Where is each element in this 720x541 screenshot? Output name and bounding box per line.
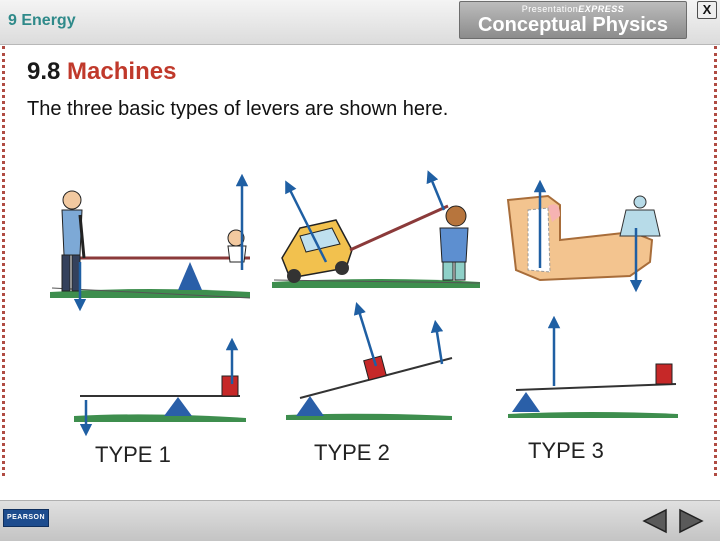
car-illustration: [281, 219, 353, 283]
next-slide-button[interactable]: [676, 507, 706, 535]
type1-diagram: [74, 337, 246, 437]
weight-icon: [221, 375, 239, 397]
chapter-title: 9 Energy: [8, 12, 76, 29]
section-number: 9.8: [27, 58, 61, 85]
car-lift-scene: [272, 170, 481, 288]
right-dotted-rail: [714, 46, 717, 476]
child-figure: [227, 229, 247, 263]
forearm-scene: [506, 179, 661, 293]
weight-flask-icon: [619, 195, 661, 237]
effort-arrow: [430, 319, 444, 365]
brand-subtitle: PresentationEXPRESS: [460, 4, 686, 14]
type2-label: TYPE 2: [314, 440, 390, 465]
left-dotted-rail: [2, 46, 5, 476]
weight-icon: [655, 363, 673, 385]
slide-title: 9.8 Machines: [27, 58, 176, 86]
fulcrum-icon: [164, 397, 192, 416]
pearson-logo: PEARSON: [3, 509, 49, 527]
brand-subtitle-prefix: Presentation: [521, 4, 579, 14]
type2-diagram: [286, 302, 453, 420]
footer-bar: PEARSON: [0, 500, 720, 541]
lever-types-illustration: TYPE 1 TYPE 2 TYPE 3: [50, 170, 678, 467]
previous-slide-button[interactable]: [640, 507, 670, 535]
fulcrum-icon: [296, 396, 324, 416]
brand-subtitle-emphasis: EXPRESS: [578, 4, 625, 14]
load-arrow: [285, 180, 328, 263]
type3-diagram: [508, 315, 678, 418]
slide-body-text: The three basic types of levers are show…: [27, 98, 449, 120]
man-figure: [61, 190, 86, 292]
fulcrum-icon: [512, 392, 540, 412]
header-bar: 9 Energy PresentationEXPRESS Conceptual …: [0, 0, 720, 45]
type1-label: TYPE 1: [95, 442, 171, 467]
brand-title: Conceptual Physics: [477, 14, 669, 36]
brand-logo: PresentationEXPRESS Conceptual Physics: [459, 1, 687, 39]
effort-arrow: [426, 170, 446, 211]
triangle-left-icon: [642, 508, 667, 534]
fulcrum-icon: [178, 262, 202, 290]
boy-figure: [439, 205, 469, 281]
triangle-right-icon: [679, 508, 704, 534]
close-button[interactable]: X: [697, 1, 717, 19]
type3-label: TYPE 3: [528, 438, 604, 463]
effort-arrow: [353, 302, 378, 367]
section-name: Machines: [67, 58, 177, 85]
seesaw-scene: [50, 173, 251, 312]
